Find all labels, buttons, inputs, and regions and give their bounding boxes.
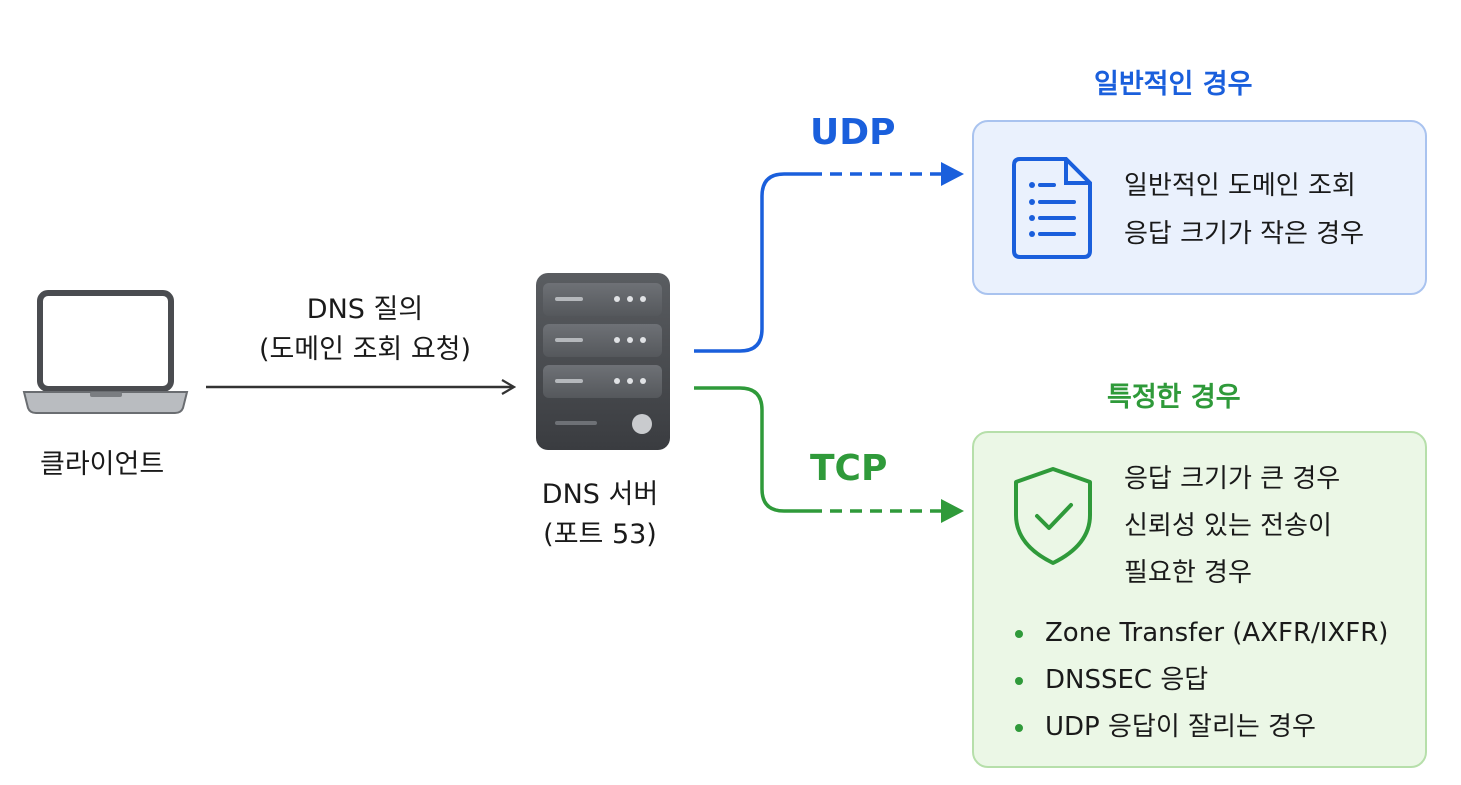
server-icon xyxy=(536,273,670,450)
tcp-description-line: 응답 크기가 큰 경우 xyxy=(1124,464,1341,494)
client-label: 클라이언트 xyxy=(40,449,165,480)
query-label-line2: (도메인 조회 요청) xyxy=(258,334,472,365)
document-list-icon xyxy=(1012,157,1092,259)
tcp-description: 응답 크기가 큰 경우 신뢰성 있는 전송이 필요한 경우 xyxy=(1124,456,1340,597)
udp-connector xyxy=(694,162,964,353)
udp-case-title: 일반적인 경우 xyxy=(1094,69,1253,100)
server-label: DNS 서버 (포트 53) xyxy=(520,475,680,555)
tcp-protocol-label: TCP xyxy=(810,448,888,489)
tcp-info-box xyxy=(972,431,1427,768)
server-label-line1: DNS 서버 xyxy=(541,479,659,510)
tcp-bullet-item: DNSSEC 응답 xyxy=(1015,657,1388,704)
tcp-description-line: 필요한 경우 xyxy=(1124,558,1252,588)
shield-check-icon xyxy=(1014,467,1092,565)
udp-description: 일반적인 도메인 조회 응답 크기가 작은 경우 xyxy=(1124,162,1364,258)
udp-description-line: 응답 크기가 작은 경우 xyxy=(1124,219,1365,249)
tcp-bullet-list: Zone Transfer (AXFR/IXFR) DNSSEC 응답 UDP … xyxy=(1015,610,1388,751)
tcp-description-line: 신뢰성 있는 전송이 xyxy=(1124,511,1332,541)
query-label: DNS 질의 (도메인 조회 요청) xyxy=(235,290,495,370)
tcp-bullet-item: UDP 응답이 잘리는 경우 xyxy=(1015,704,1388,751)
udp-protocol-label: UDP xyxy=(810,112,896,153)
tcp-bullet-item: Zone Transfer (AXFR/IXFR) xyxy=(1015,610,1388,657)
udp-info-box xyxy=(972,120,1427,295)
query-label-line1: DNS 질의 xyxy=(306,294,424,325)
laptop-icon xyxy=(22,290,189,414)
tcp-case-title: 특정한 경우 xyxy=(1107,382,1241,413)
server-label-line2: (포트 53) xyxy=(543,519,657,550)
udp-description-line: 일반적인 도메인 조회 xyxy=(1124,171,1356,201)
tcp-connector xyxy=(694,386,964,523)
